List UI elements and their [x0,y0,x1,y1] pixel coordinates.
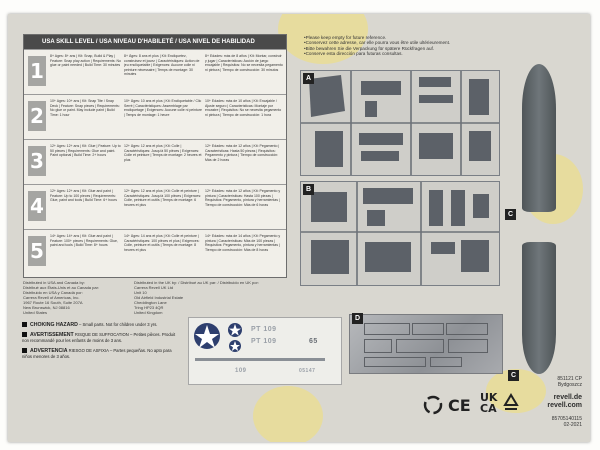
warning-text: RISQUE DE SUFFOCATION – Petites pièces. … [22,332,176,343]
warning-title: AVERTISSEMENT [30,332,74,338]
ukca-mark: UK CA [480,392,497,414]
skill-level-row: 1 8+ Ages: 8+ ans | Kit: Snap, Build & P… [24,49,286,94]
level-number: 5 [28,236,46,266]
level-text-en: 8+ Ages: 8+ ans | Kit: Snap, Build & Pla… [50,54,121,68]
article-code: 851121 CP [557,376,582,382]
level-text-fr: 14+ Âges: 14 ans et plus | Kit: Colle et… [124,234,200,252]
barcode-info: 85705140115 02-2021 [520,416,582,428]
decal-sheet: PT 109 PT 109 65 109 05147 [188,317,342,385]
sprue-label: C [505,209,516,220]
warning-title: ADVERTENCIA [30,348,68,354]
level-text-fr: 12+ Âges: 12 ans et plus | Kit: Colle et… [124,189,202,207]
skill-level-row: 2 10+ Ages: 10+ ans | Kit: Snap Tite / S… [24,94,286,139]
level-text-en: 14+ Ages: 14+ ans | Kit: Glue and paint … [50,234,118,248]
sprue-b: B [300,181,500,286]
skill-level-row: 4 12+ Ages: 12+ ans | Kit: Glue and pain… [24,184,286,229]
level-text-en: 12+ Ages: 12+ ans | Kit: Glue and paint … [50,189,117,203]
warning-en: CHOKING HAZARD – Small parts. Not for ch… [22,322,157,328]
distributor-usa: Distributed in USA and Canada by: Distri… [23,280,100,315]
level-text-es: 12+ Edades: más de 12 años | Kit: Pegame… [205,144,280,162]
article-ref: Bydgoszcz [557,382,582,389]
level-text-fr: 12+ Âges: 12 ans et plus | Kit: Colle | … [124,144,202,162]
pe-part [430,357,462,367]
website: revell.com [547,402,582,409]
note-line: Conserve esta dirección para futuras con… [304,51,450,56]
product-code: 851121 CP Bydgoszcz [520,376,582,388]
ce-mark: CE [448,396,471,415]
pe-part [412,323,444,335]
pe-part [364,323,410,335]
level-number: 4 [28,191,46,221]
warning-text: RIESGO DE ASFIXIA – Partes pequeñas. No … [22,348,172,359]
recycle-arrows-icon [503,393,519,410]
skill-level-heading: USA SKILL LEVEL / USA NIVEAU D'HABILETÉ … [24,35,286,49]
warning-triangle-icon [22,348,27,354]
note-line: Conservez cette adresse, car elle pourra… [304,40,451,45]
recycling-icon [423,395,443,415]
level-text-es: 10+ Edades: más de 10 años | Kit: Encaja… [205,99,282,117]
sprue-label: A [303,73,314,84]
hull-half-lower [522,242,556,374]
warning-text: – Small parts. Not for children under 3 … [79,322,158,327]
hull-half-upper [522,64,556,212]
skill-level-panel: USA SKILL LEVEL / USA NIVEAU D'HABILETÉ … [23,34,287,278]
decal-stripe [195,358,325,361]
keep-box-notes: Please keep empty for future reference. … [304,35,451,57]
sprue-label: C [508,370,519,381]
sprue-a: A [300,70,500,176]
distributor-uk: Distributed in the UK by: / Distribué au… [134,280,259,315]
note-line: Please keep empty for future reference. [304,35,450,40]
level-number: 3 [28,146,46,176]
level-number: 1 [28,56,46,86]
pe-part [364,339,392,353]
decal-insignia [194,323,242,352]
sprue-a-parts [301,71,499,175]
level-text-fr: 10+ Âges: 10 ans et plus | Kit: Enclique… [124,99,202,117]
brand-sites: revell.de revell.com [520,394,582,410]
level-text-fr: 8+ Âges: 8 ans et plus | Kit: Encliquete… [124,54,200,77]
barcode-number: 85705140115 [551,416,582,422]
note-line: Bitte bewahren Sie die Verpackung für sp… [304,46,450,51]
ukca-top: UK [480,391,498,404]
warning-triangle-icon [22,332,27,338]
sprue-label: D [352,313,363,324]
pe-part [364,357,426,367]
website: revell.de [553,394,582,401]
decal-code: 05147 [299,368,316,374]
pe-part [448,339,488,353]
sprue-b-parts [301,182,499,285]
warning-title: CHOKING HAZARD [30,322,78,328]
sprue-label: B [303,184,314,195]
skill-level-row: 5 14+ Ages: 14+ ans | Kit: Glue and pain… [24,229,286,274]
level-text-es: 14+ Edades: más de 14 años | Kit: Pegame… [205,234,281,252]
side-number-decal: 65 [309,338,318,345]
level-text-en: 12+ Ages: 12+ ans | Kit: Glue | Feature:… [50,144,121,158]
production-date: 02-2021 [563,422,582,429]
warning-es: ADVERTENCIA RIESGO DE ASFIXIA – Partes p… [22,348,182,359]
warning-fr: AVERTISSEMENT RISQUE DE SUFFOCATION – Pe… [22,332,182,343]
photo-etch-sheet: D [349,313,503,374]
hull-number-decal: 109 [235,368,247,374]
level-text-es: 8+ Edades: más de 8 años | Kit: Montar, … [205,54,283,72]
yellow-spot [253,386,323,442]
hull-number-decal: PT 109 [251,338,277,345]
pe-part [446,323,488,335]
pe-part [396,339,444,353]
warning-triangle-icon [22,322,27,328]
ukca-bottom: CA [480,402,497,415]
hull-number-decal: PT 109 [251,326,277,333]
skill-level-row: 3 12+ Ages: 12+ ans | Kit: Glue | Featur… [24,139,286,184]
kit-box-bottom: USA SKILL LEVEL / USA NIVEAU D'HABILETÉ … [8,14,590,442]
level-text-en: 10+ Ages: 10+ ans | Kit: Snap Tite / Sna… [50,99,120,117]
level-text-es: 12+ Edades: más de 12 años | Kit: Pegame… [205,189,281,207]
level-number: 2 [28,101,46,131]
